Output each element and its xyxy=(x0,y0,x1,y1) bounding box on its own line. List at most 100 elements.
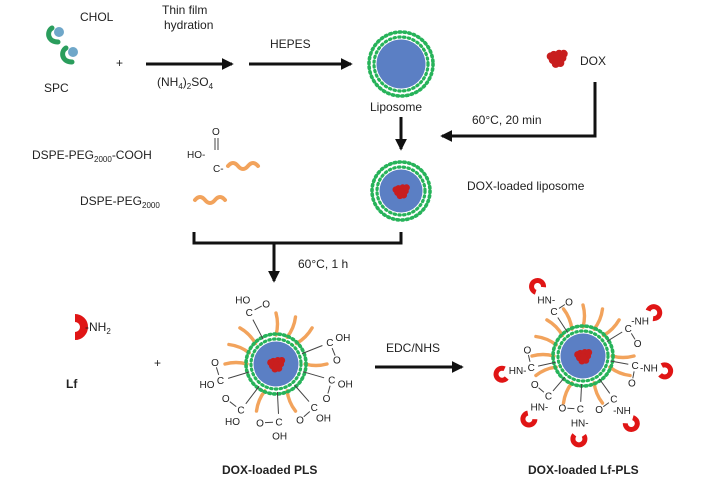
dox-molecule xyxy=(546,52,555,61)
spc-molecule-icon xyxy=(60,45,78,65)
amide-label: HN- xyxy=(530,402,548,413)
dox-label: DOX xyxy=(580,54,606,68)
hepes-label: HEPES xyxy=(270,37,311,51)
dox-molecule xyxy=(559,49,568,58)
amide-label: HN- xyxy=(571,418,589,429)
thin-film-label-line1: Thin film xyxy=(162,3,207,17)
dox-loaded-liposome xyxy=(370,160,432,222)
dox-molecule xyxy=(574,351,582,358)
oxygen-label: O xyxy=(256,418,264,429)
peg-chain xyxy=(561,381,574,405)
carbonyl-bond xyxy=(327,385,331,394)
carbon-label: C xyxy=(577,404,584,415)
outer-lipid-layer xyxy=(244,332,308,396)
oxygen-label: O xyxy=(323,394,331,405)
carbonyl-bond xyxy=(603,402,610,408)
carbonyl-bond xyxy=(331,347,336,356)
carbon-label: C xyxy=(528,363,535,374)
dox-molecule-icon xyxy=(546,49,568,68)
carbonyl-bond xyxy=(229,401,237,407)
lf-protein xyxy=(493,365,509,383)
hydroxyl-label: HO xyxy=(200,380,215,391)
peg-chain xyxy=(530,352,556,358)
peg-chain xyxy=(303,362,329,368)
oxygen-label: O xyxy=(296,416,304,427)
hydroxyl-label: OH xyxy=(335,333,350,344)
oxygen-label: O xyxy=(523,346,531,357)
linker-bond xyxy=(580,383,583,402)
hydroxyl-label: HO xyxy=(225,417,240,428)
svg-text:C-: C- xyxy=(213,164,224,175)
carbonyl-bond xyxy=(632,371,635,379)
oxygen-label: O xyxy=(595,405,603,416)
amide-label: HN- xyxy=(537,295,555,306)
lf-protein xyxy=(570,433,588,448)
svg-text:HO-: HO- xyxy=(187,150,205,161)
linker-bond xyxy=(252,319,264,340)
inner-lipid-layer xyxy=(556,329,610,383)
dox-molecule xyxy=(271,365,279,373)
linker-bond xyxy=(610,360,629,365)
dox-molecule xyxy=(267,359,275,366)
lf-protein-icon xyxy=(74,314,88,340)
dox-pls-label: DOX-loaded PLS xyxy=(222,463,317,477)
liposome xyxy=(367,30,435,98)
carbon-label: C xyxy=(237,406,244,417)
peg-chain xyxy=(223,360,249,366)
dox-molecule xyxy=(585,348,593,356)
lf-protein xyxy=(529,278,546,295)
dox-molecule xyxy=(392,186,400,193)
peg-chain xyxy=(254,389,267,413)
liposome-label: Liposome xyxy=(370,100,422,114)
dspe-peg-cooh-label: DSPE-PEG2000-COOH xyxy=(32,148,152,164)
amide-label: HN- xyxy=(509,366,527,377)
lf-protein xyxy=(645,304,663,322)
peg-chain xyxy=(274,311,280,337)
edc-nhs-label: EDC/NHS xyxy=(386,341,440,355)
inner-lipid-layer xyxy=(249,337,303,391)
linker-bond xyxy=(537,361,556,367)
spc-label: SPC xyxy=(44,81,69,95)
carbon-label: C xyxy=(311,403,318,414)
peg-chain xyxy=(592,381,605,405)
carbonyl-bond xyxy=(303,411,311,418)
hydroxyl-label: OH xyxy=(316,414,331,425)
peg-chain xyxy=(601,318,621,338)
dox-molecule xyxy=(403,184,410,191)
cooh-group: O HO- C- xyxy=(187,127,224,175)
peg-conditions-label: 60°C, 1 h xyxy=(298,257,348,271)
chol-label: CHOL xyxy=(80,10,114,24)
carbon-label: C xyxy=(246,308,253,319)
carbonyl-bond xyxy=(254,305,262,311)
peg-chain xyxy=(227,342,251,355)
peg-chain xyxy=(608,365,632,378)
peg-chain-icon xyxy=(226,161,260,171)
dox-molecule xyxy=(551,59,560,68)
lf-nh2-label: -NH2 xyxy=(85,320,111,336)
peg-chain xyxy=(238,326,258,346)
oxygen-label: O xyxy=(531,380,539,391)
hydroxyl-label: HO xyxy=(235,296,250,307)
carbon-label: C xyxy=(545,392,552,403)
oxygen-label: O xyxy=(262,299,270,310)
oxygen-label: O xyxy=(628,379,636,390)
carbon-label: C xyxy=(632,361,639,372)
carbon-label: C xyxy=(610,395,617,406)
hydroxyl-label: OH xyxy=(338,379,353,390)
arrow-pegylation xyxy=(192,232,403,281)
carbon-label: C xyxy=(326,338,333,349)
amide-label: -NH xyxy=(640,363,658,374)
amide-label: -NH xyxy=(631,316,649,327)
carbonyl-bond xyxy=(538,387,545,393)
peg-chain xyxy=(534,334,558,347)
linker-bond xyxy=(598,378,611,394)
oxygen-label: O xyxy=(222,394,230,405)
carbonyl-bond xyxy=(527,354,531,362)
carbonyl-bond xyxy=(630,333,636,340)
lf-protein xyxy=(622,415,640,432)
peg-chain xyxy=(561,307,574,331)
lf-protein xyxy=(658,362,674,380)
